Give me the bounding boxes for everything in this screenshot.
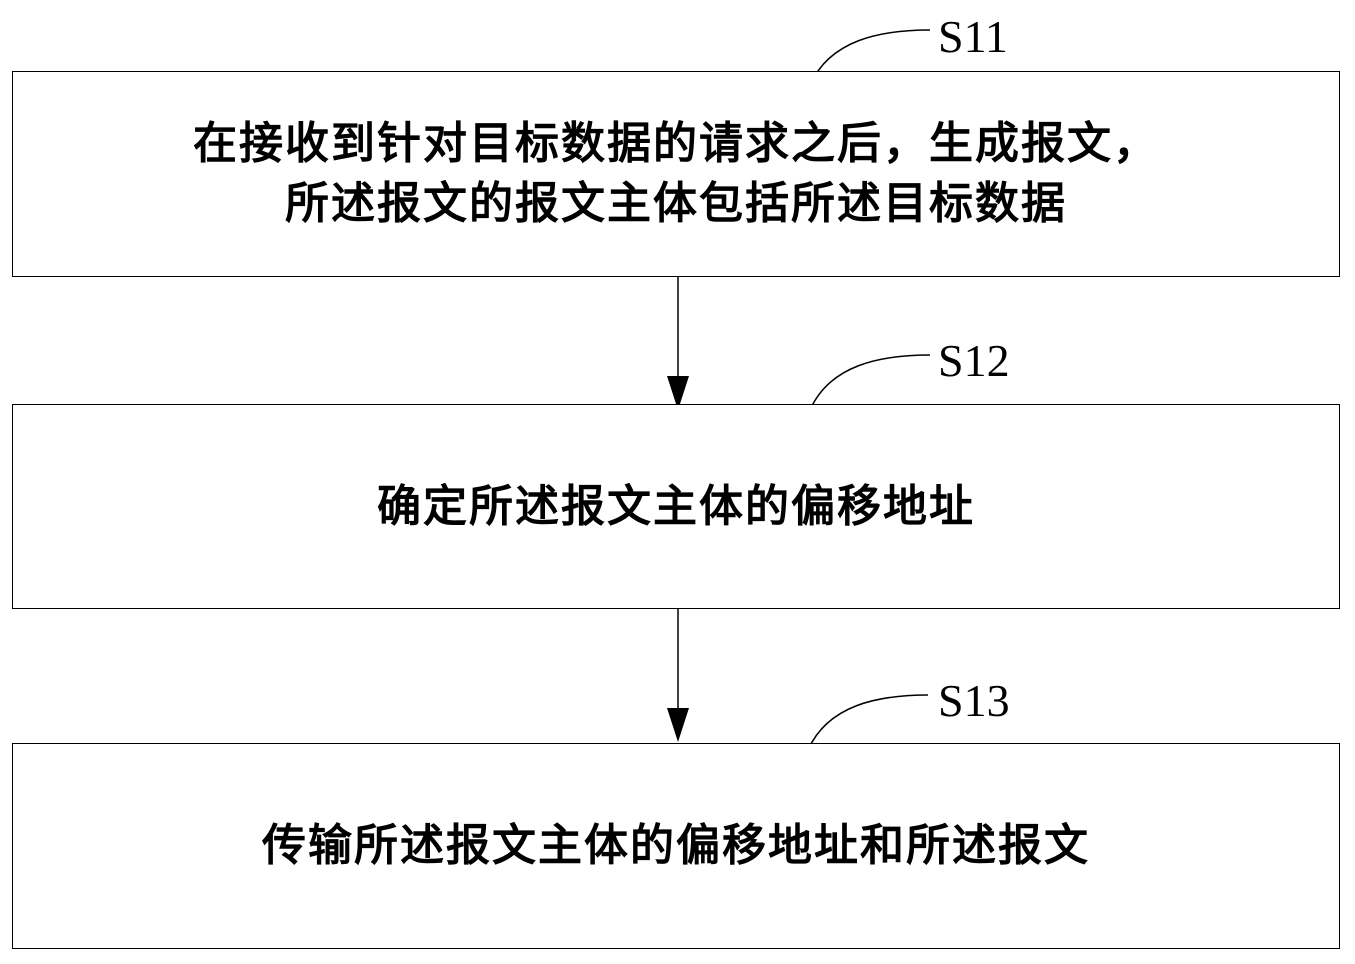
step-text-line: 传输所述报文主体的偏移地址和所述报文: [262, 816, 1090, 876]
step-label-s12: S12: [938, 338, 1010, 384]
arrowhead-s12-s13: [667, 708, 689, 742]
step-box-s11: 在接收到针对目标数据的请求之后，生成报文， 所述报文的报文主体包括所述目标数据: [12, 71, 1340, 277]
step-box-s13: 传输所述报文主体的偏移地址和所述报文: [12, 743, 1340, 949]
step-text-line: 所述报文的报文主体包括所述目标数据: [193, 174, 1159, 234]
leader-curve-s12: [810, 355, 930, 410]
step-text-line: 在接收到针对目标数据的请求之后，生成报文，: [193, 114, 1159, 174]
step-label-s13: S13: [938, 678, 1010, 724]
leader-curve-s13: [808, 695, 928, 750]
step-box-s12: 确定所述报文主体的偏移地址: [12, 404, 1340, 609]
step-label-s11: S11: [938, 14, 1008, 60]
step-text-line: 确定所述报文主体的偏移地址: [377, 477, 975, 537]
step-text-s13: 传输所述报文主体的偏移地址和所述报文: [262, 816, 1090, 876]
step-text-s12: 确定所述报文主体的偏移地址: [377, 477, 975, 537]
step-text-s11: 在接收到针对目标数据的请求之后，生成报文， 所述报文的报文主体包括所述目标数据: [193, 114, 1159, 234]
